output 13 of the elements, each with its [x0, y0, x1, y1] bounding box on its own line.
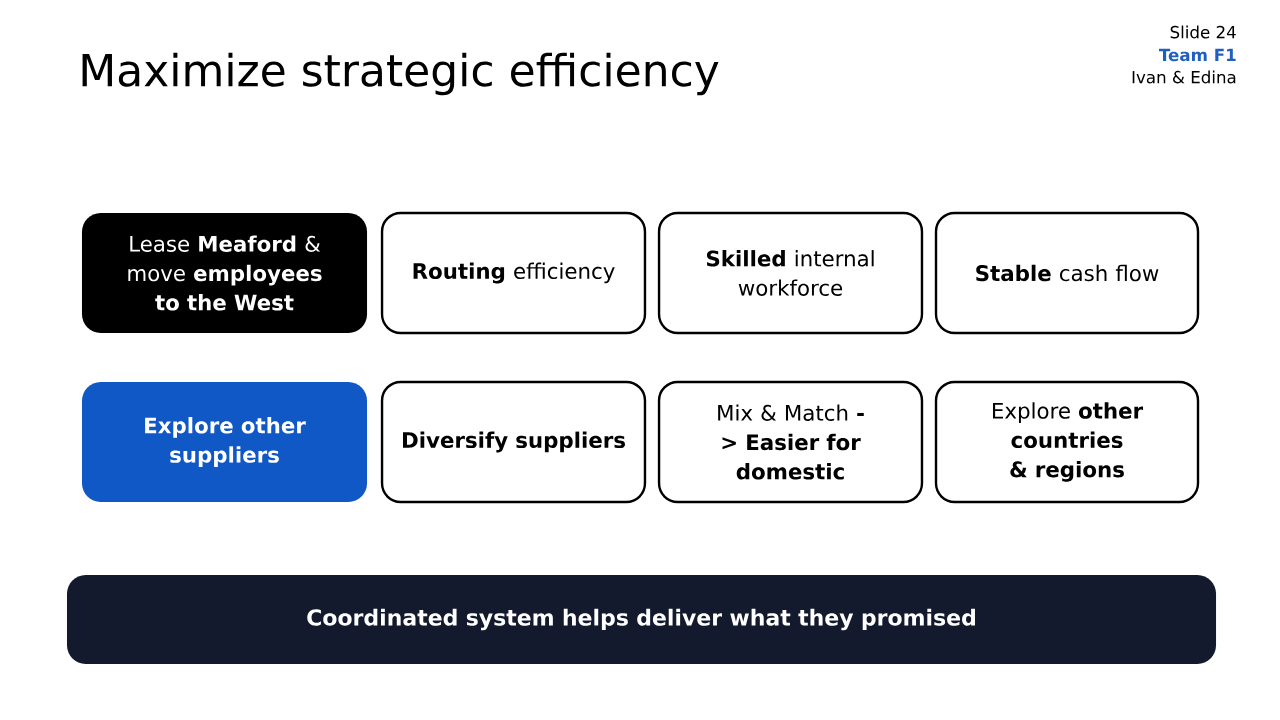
summary-banner: Coordinated system helps deliver what they promised	[67, 574, 1217, 665]
team-name: Team F1	[1158, 48, 1236, 62]
slide-title: Maximize strategic efficiency	[82, 52, 719, 96]
process-box: Explore other countries & regions	[934, 380, 1200, 504]
slide-number: Slide 24	[1170, 25, 1236, 39]
process-box: Mix & Match -> Easier for domestic	[657, 380, 924, 504]
highlight-box: Lease Meaford & move employees to the West	[82, 213, 368, 333]
process-box: Routing efficiency	[380, 211, 647, 335]
process-box: Stable cash flow	[934, 211, 1200, 335]
process-box: Diversify suppliers	[380, 380, 647, 504]
highlight-box: Explore other suppliers	[82, 382, 368, 502]
process-box: Skilled internal workforce	[657, 211, 924, 335]
author-names: Ivan & Edina	[1132, 70, 1236, 84]
